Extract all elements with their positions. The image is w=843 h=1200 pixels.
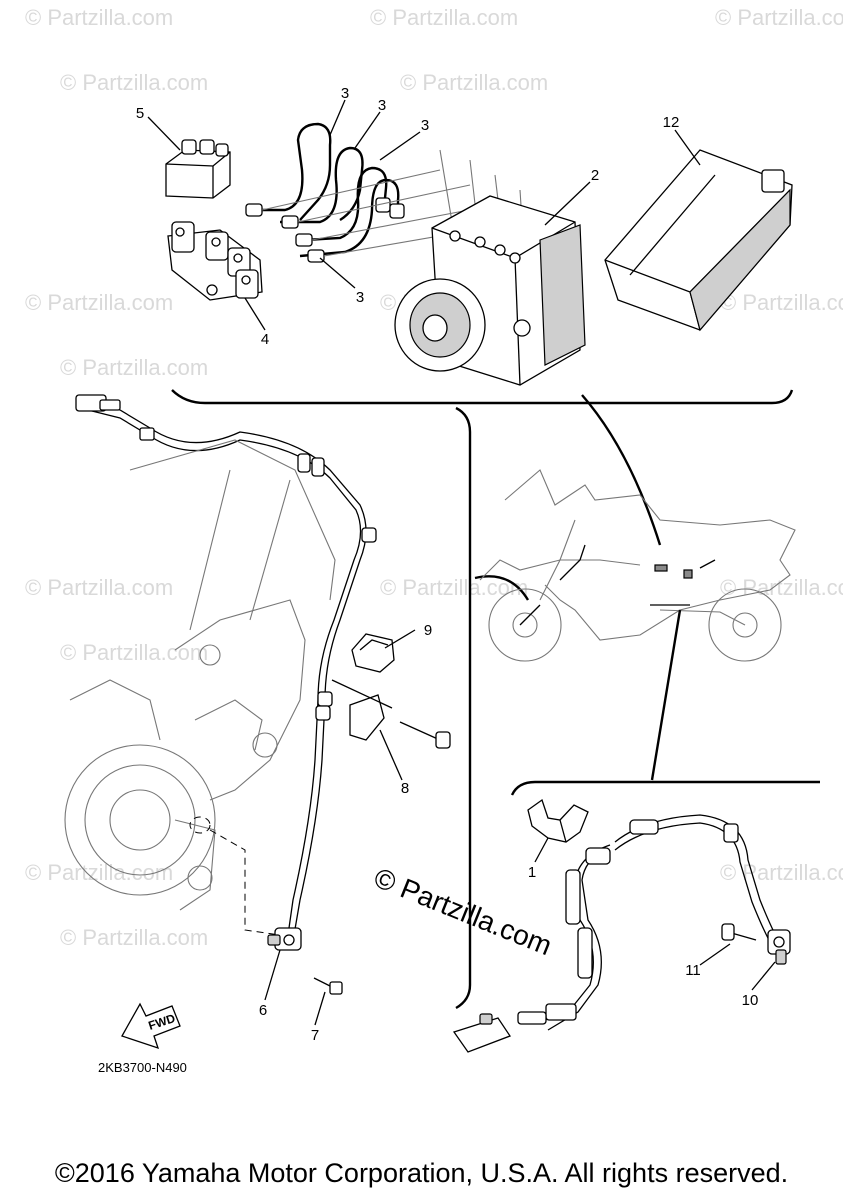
watermark: © Partzilla.com (25, 575, 173, 600)
watermark: © Partzilla.com (25, 860, 173, 885)
front-wheel-sensor (267, 927, 302, 951)
callout-8: 8 (401, 780, 409, 797)
sensor-bracket (331, 679, 451, 749)
watermark: © Partzilla.com (60, 70, 208, 95)
cable-clamp (351, 633, 395, 673)
watermark: © Partzilla.com (720, 860, 843, 885)
callout-9: 9 (424, 622, 432, 639)
rear-wheel-assembly (452, 798, 791, 1053)
abs-hydraulic-unit (394, 195, 586, 386)
callout-10: 10 (742, 992, 759, 1009)
watermark: © Partzilla.com (400, 70, 548, 95)
watermark: © Partzilla.com (25, 5, 173, 30)
callout-1: 1 (528, 864, 536, 881)
fwd-arrow: FWD (121, 1002, 181, 1050)
rear-sensor-bolt (721, 923, 757, 941)
watermark: © Partzilla.com (720, 290, 843, 315)
copyright-notice: ©2016 Yamaha Motor Corporation, U.S.A. A… (54, 1158, 789, 1188)
pipe-bracket (167, 221, 263, 301)
watermark: © Partzilla.com (60, 355, 208, 380)
cable-clip (527, 798, 589, 843)
inset-divider (455, 406, 472, 1010)
rear-wheel-sensor (767, 929, 791, 965)
abs-ecu (604, 149, 793, 332)
watermark: © Partzilla.com (60, 640, 208, 665)
motorcycle-inset (455, 394, 820, 1010)
callout-7: 7 (311, 1027, 319, 1044)
section-bracket (171, 389, 794, 405)
callout-6: 6 (259, 1002, 267, 1019)
callout-labels: 5 3 3 3 12 2 3 4 9 8 1 11 10 6 7 (136, 85, 759, 1044)
front-wheel-assembly: FWD (64, 394, 451, 1050)
brake-pipes (245, 122, 405, 263)
rear-sensor-connector (452, 1013, 511, 1053)
callout-4: 4 (261, 331, 269, 348)
leaders-top (147, 99, 701, 331)
callout-3c: 3 (421, 117, 429, 134)
callout-5: 5 (136, 105, 144, 122)
callout-3b: 3 (378, 97, 386, 114)
watermark-grid: © Partzilla.com © Partzilla.com © Partzi… (25, 5, 843, 950)
watermark: © Partzilla.com (60, 925, 208, 950)
diagram-code: 2KB3700-N490 (98, 1060, 187, 1075)
watermark: © Partzilla.com (25, 290, 173, 315)
callout-3d: 3 (356, 289, 364, 306)
callout-3a: 3 (341, 85, 349, 102)
sensor-bolt (313, 977, 343, 995)
watermark: © Partzilla.com (715, 5, 843, 30)
watermark: © Partzilla.com (370, 5, 518, 30)
callout-11: 11 (685, 962, 701, 979)
callout-2: 2 (591, 167, 599, 184)
callout-12: 12 (663, 114, 680, 131)
abs-section (147, 99, 794, 405)
relay-part (165, 139, 231, 199)
